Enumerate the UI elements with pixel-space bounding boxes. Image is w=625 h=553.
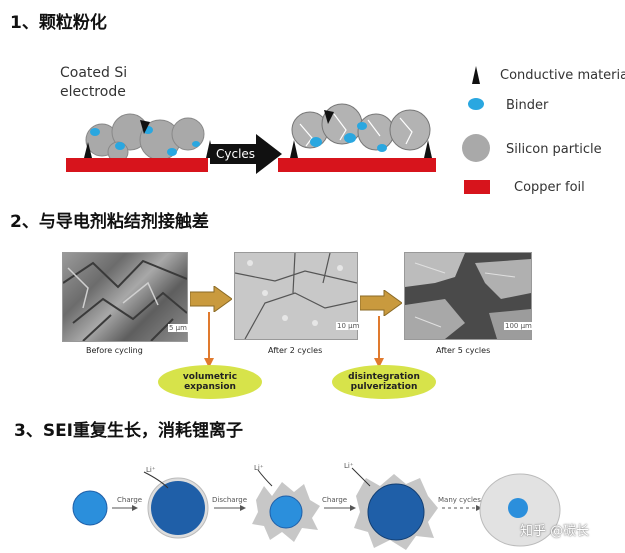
sem-before-panel — [62, 252, 188, 342]
red-rectangle-icon — [464, 180, 490, 194]
electrode-label: Coated Si electrode — [60, 64, 127, 102]
legend-binder: Binder — [506, 98, 549, 113]
scalebar-3: 100 μm — [504, 322, 533, 330]
heading-1: 1、颗粒粉化 — [10, 13, 107, 33]
step-discharge: Discharge — [212, 496, 248, 504]
electrode-after — [278, 103, 436, 172]
cycles-label: Cycles — [216, 147, 256, 161]
li-label-3: Li⁺ — [344, 462, 354, 470]
step-charge-2: Charge — [322, 496, 348, 504]
legend-copper: Copper foil — [514, 180, 585, 195]
sei-growth-diagram — [72, 467, 561, 550]
arrow-2 — [360, 290, 402, 316]
oval2-line1: disintegration — [348, 372, 420, 382]
caption-before: Before cycling — [86, 346, 143, 355]
pointer-arrows — [204, 312, 384, 368]
caption-2cycles: After 2 cycles — [268, 346, 323, 355]
legend-conductive: Conductive material — [500, 68, 625, 83]
scalebar-2: 10 μm — [336, 322, 361, 330]
oval-disintegration: disintegration pulverization — [332, 365, 436, 399]
watermark: 知乎 @碳长 — [520, 524, 590, 539]
blue-blob-icon — [468, 98, 484, 110]
cycles-arrow — [210, 134, 282, 174]
caption-5cycles: After 5 cycles — [436, 346, 491, 355]
electrode-before — [66, 113, 214, 172]
particle-initial — [72, 490, 108, 526]
li-label-1: Li⁺ — [146, 466, 156, 474]
sem-2cycles-panel — [234, 252, 358, 340]
oval1-line1: volumetric — [182, 372, 238, 382]
sem-5cycles-panel — [404, 252, 532, 340]
step-charge-1: Charge — [117, 496, 143, 504]
black-triangle-icon — [472, 66, 480, 84]
gray-circle-icon — [462, 134, 490, 162]
legend-silicon: Silicon particle — [506, 142, 602, 157]
heading-3: 3、SEI重复生长，消耗锂离子 — [14, 421, 244, 441]
oval2-line2: pulverization — [350, 382, 418, 392]
arrow-1 — [190, 286, 232, 312]
oval1-line2: expansion — [184, 382, 236, 392]
legend-icons — [462, 66, 490, 194]
scalebar-1: 5 μm — [168, 324, 188, 332]
heading-2: 2、与导电剂粘结剂接触差 — [10, 212, 209, 232]
li-label-2: Li⁺ — [254, 464, 264, 472]
electrode-diagram — [66, 103, 436, 174]
electrode-label-line2: electrode — [60, 84, 126, 100]
electrode-label-line1: Coated Si — [60, 65, 128, 81]
oval-volumetric-expansion: volumetric expansion — [158, 365, 262, 399]
step-many-cycles: Many cycles — [438, 496, 481, 504]
